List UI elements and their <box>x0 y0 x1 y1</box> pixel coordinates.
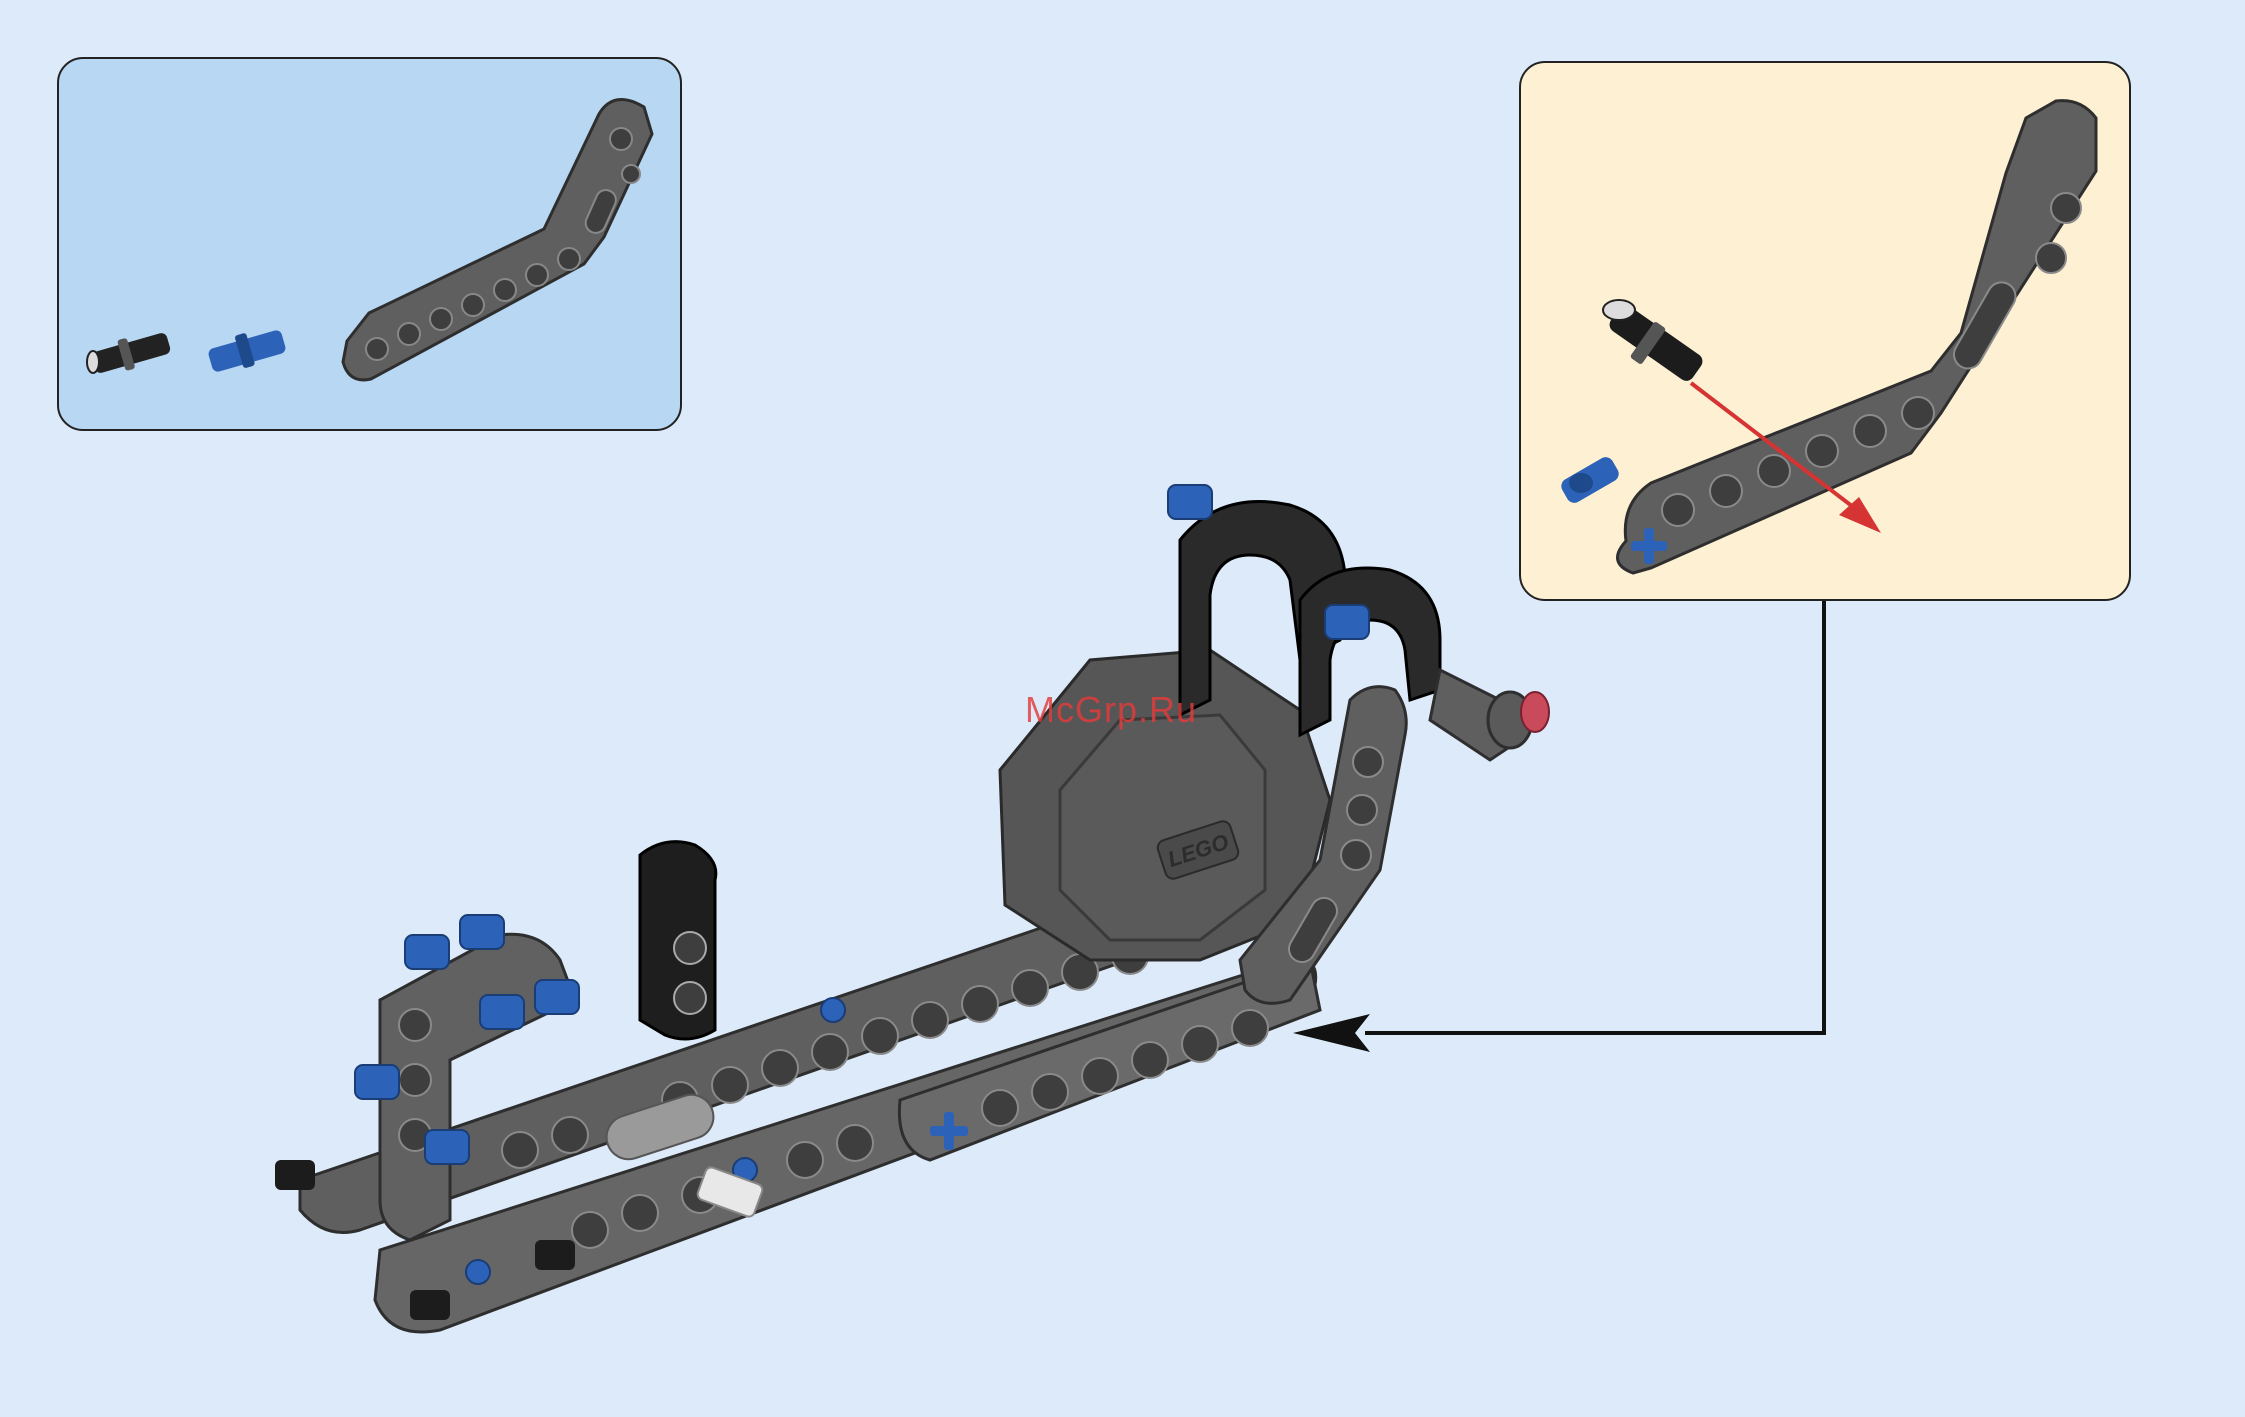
callout-arrowhead-icon <box>1293 1014 1370 1052</box>
watermark-text: McGrp.Ru <box>1025 689 1197 731</box>
